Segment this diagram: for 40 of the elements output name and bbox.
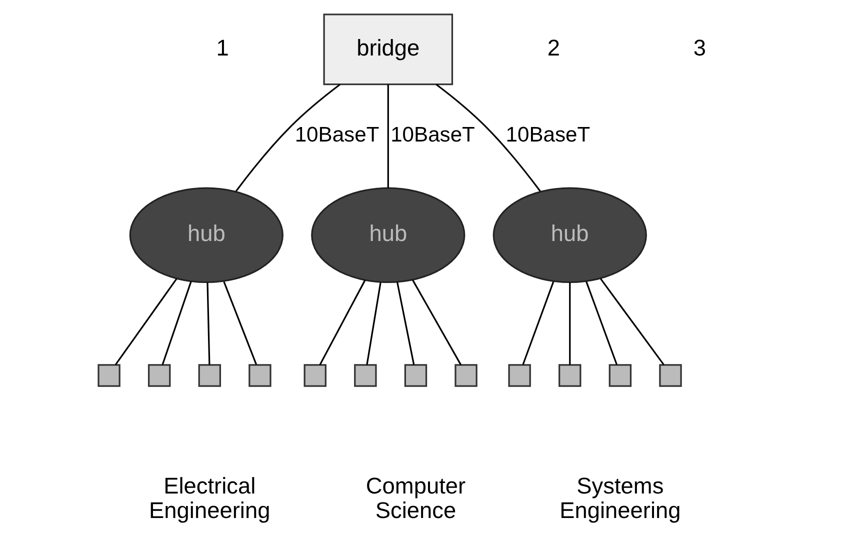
connector <box>222 281 257 365</box>
edge-label: 10BaseT <box>294 124 379 147</box>
node-box <box>198 364 220 387</box>
connector <box>599 278 664 366</box>
connector <box>568 282 570 365</box>
label: Computer Science <box>365 472 466 523</box>
connector <box>522 281 554 365</box>
connector <box>366 282 381 365</box>
edge-label: 10BaseT <box>390 124 474 147</box>
label: 1 <box>216 34 228 60</box>
connector <box>435 84 540 192</box>
connector <box>396 282 414 365</box>
connector <box>318 280 366 366</box>
label: Electrical Engineering <box>148 472 270 523</box>
node-box <box>658 364 682 387</box>
node-box <box>147 364 170 387</box>
connector <box>206 282 210 365</box>
node-box <box>354 364 376 387</box>
connector <box>234 84 340 192</box>
connector <box>386 84 388 188</box>
connector <box>585 281 618 365</box>
node-box <box>608 364 632 387</box>
node-box: bridge <box>322 14 453 86</box>
node-box <box>97 364 120 387</box>
node-ellipse: hub <box>492 187 646 284</box>
node-box <box>508 364 530 387</box>
label: 3 <box>692 34 706 60</box>
connector <box>161 281 192 365</box>
label: 2 <box>546 34 560 60</box>
connector <box>114 278 177 366</box>
edge-label: 10BaseT <box>505 124 590 147</box>
connector <box>412 280 462 366</box>
node-ellipse: hub <box>128 187 283 284</box>
node-box <box>248 364 271 387</box>
node-box <box>454 364 477 387</box>
node-ellipse: hub <box>310 187 465 284</box>
label: Systems Engineering <box>559 472 680 523</box>
node-box <box>558 364 581 387</box>
node-box <box>404 364 427 387</box>
node-box <box>303 364 326 387</box>
